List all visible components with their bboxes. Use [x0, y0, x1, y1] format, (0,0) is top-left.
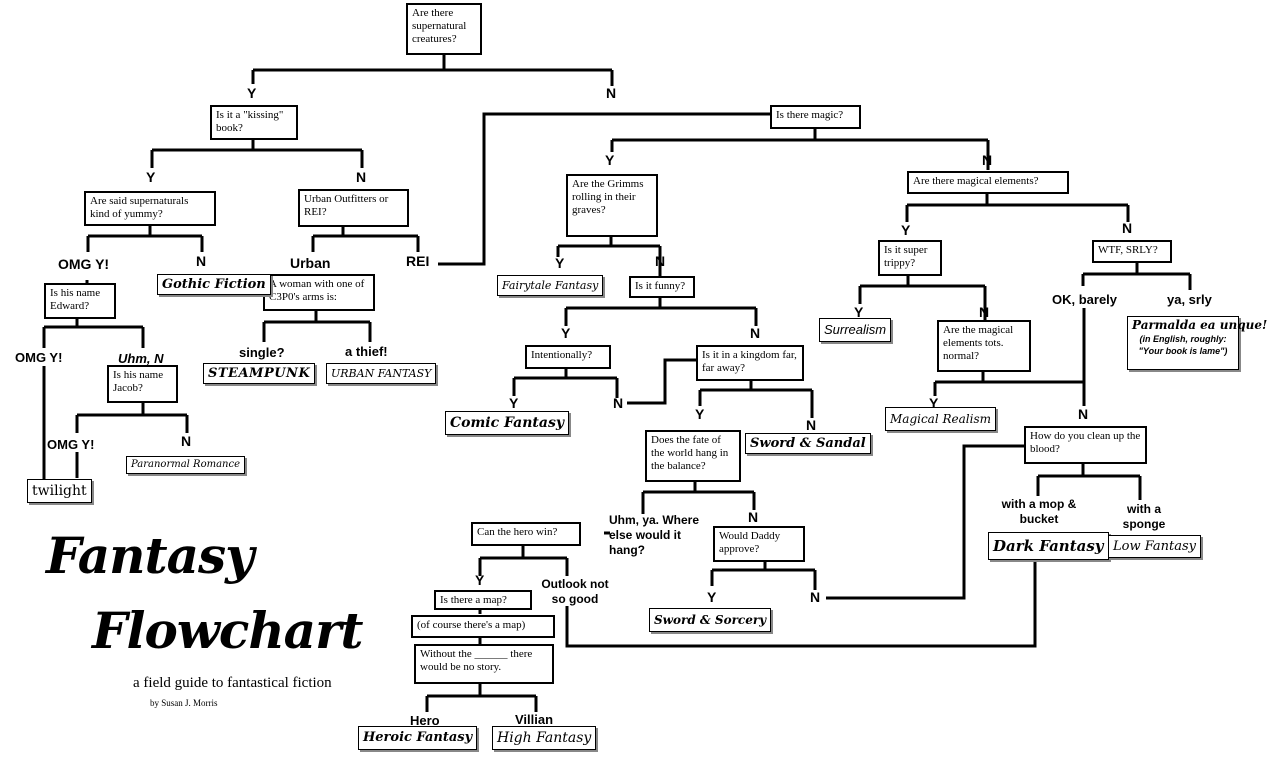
answer-heroic-fantasy: Heroic Fantasy: [358, 726, 478, 750]
label-omg-y: OMG Y!: [47, 437, 95, 452]
answer-urban-fantasy: URBAN FANTASY: [326, 363, 437, 384]
question-edward: Is his name Edward?: [44, 283, 116, 319]
label-uhm-ya: Uhm, ya. Where else would it hang?: [609, 513, 700, 557]
answer-twilight: twilight: [27, 479, 92, 503]
question-yummy: Are said supernaturals kind of yummy?: [84, 191, 216, 226]
label-omg-y: OMG Y!: [58, 256, 110, 272]
label-ya-srly: ya, srly: [1167, 292, 1212, 307]
subtitle: a field guide to fantastical fiction: [133, 675, 332, 691]
label-y: Y: [605, 152, 615, 168]
label-y: Y: [901, 222, 911, 238]
question-c3po: A woman with one of C3P0's arms is:: [263, 274, 375, 311]
question-map: Is there a map?: [434, 590, 532, 610]
question-hero-win: Can the hero win?: [471, 522, 581, 546]
label-n: N: [606, 85, 617, 101]
answer-parmalda: Parmalda ea unque! (in English, roughly:…: [1127, 316, 1268, 370]
answer-paranormal-romance: Paranormal Romance: [126, 456, 245, 474]
label-villian: Villian: [515, 712, 554, 727]
of-course-map: (of course there's a map): [411, 615, 555, 638]
answer-gothic-fiction: Gothic Fiction: [157, 274, 271, 295]
label-n: N: [655, 253, 666, 269]
question-daddy: Would Daddy approve?: [713, 526, 805, 562]
question-tots-normal: Are the magical elements tots. normal?: [937, 320, 1031, 372]
question-grimms: Are the Grimms rolling in their graves?: [566, 174, 658, 237]
question-funny: Is it funny?: [629, 276, 695, 298]
answer-comic-fantasy: Comic Fantasy: [445, 411, 569, 435]
answer-dark-fantasy: Dark Fantasy: [988, 532, 1109, 560]
label-y: Y: [247, 85, 257, 101]
answer-steampunk: STEAMPUNK: [203, 363, 316, 384]
author: by Susan J. Morris: [150, 698, 218, 708]
question-intentionally: Intentionally?: [525, 345, 611, 369]
question-magic: Is there magic?: [770, 105, 861, 129]
label-y: Y: [854, 304, 864, 320]
label-n: N: [181, 433, 192, 449]
label-y: Y: [929, 395, 939, 411]
question-fate: Does the fate of the world hang in the b…: [645, 430, 741, 482]
label-y: Y: [695, 406, 705, 422]
label-hero: Hero: [410, 713, 440, 728]
question-magical-elements: Are there magical elements?: [907, 171, 1069, 194]
label-n: N: [1122, 220, 1133, 236]
label-urban: Urban: [290, 255, 331, 271]
label-y: Y: [707, 589, 717, 605]
question-supernatural: Are there supernatural creatures?: [406, 3, 482, 55]
label-n: N: [356, 169, 367, 185]
label-n: N: [806, 417, 817, 433]
label-n: N: [810, 589, 821, 605]
label-n: N: [196, 253, 207, 269]
label-y: Y: [561, 325, 571, 341]
answer-surrealism: Surrealism: [819, 318, 892, 342]
parmalda-note-line2: "Your book is lame"): [1138, 346, 1228, 356]
label-mop-bucket: with a mop & bucket: [1001, 497, 1077, 526]
label-rei: REI: [406, 253, 430, 269]
parmalda-title: Parmalda ea unque!: [1132, 318, 1268, 332]
answer-sword-sorcery: Sword & Sorcery: [649, 608, 772, 632]
label-y: Y: [555, 255, 565, 271]
question-kingdom: Is it in a kingdom far, far away?: [696, 345, 804, 381]
label-sponge: with a sponge: [1122, 502, 1166, 531]
label-n: N: [748, 509, 759, 525]
answer-fairytale-fantasy: Fairytale Fantasy: [497, 275, 604, 296]
label-thief: a thief!: [345, 344, 388, 359]
label-n: N: [982, 152, 993, 168]
label-n: N: [979, 304, 990, 320]
question-jacob: Is his name Jacob?: [107, 365, 178, 403]
title-fantasy: Fantasy: [46, 526, 254, 585]
label-n: N: [1078, 406, 1089, 422]
question-trippy: Is it super trippy?: [878, 240, 942, 276]
answer-high-fantasy: High Fantasy: [492, 726, 597, 750]
question-wtf-srly: WTF, SRLY?: [1092, 240, 1172, 263]
question-clean-blood: How do you clean up the blood?: [1024, 426, 1147, 464]
answer-sword-sandal: Sword & Sandal: [745, 433, 871, 454]
label-ok-barely: OK, barely: [1052, 292, 1118, 307]
label-outlook: Outlook not so good: [541, 577, 609, 606]
question-urban-or-rei: Urban Outfitters or REI?: [298, 189, 409, 227]
question-without: Without the ______ there would be no sto…: [414, 644, 554, 684]
label-omg-y: OMG Y!: [15, 350, 63, 365]
answer-low-fantasy: Low Fantasy: [1108, 535, 1201, 558]
label-n: N: [750, 325, 761, 341]
label-single: single?: [239, 345, 285, 360]
label-y: Y: [509, 395, 519, 411]
question-kissing-book: Is it a "kissing" book?: [210, 105, 298, 140]
label-y: Y: [146, 169, 156, 185]
label-uhm-n: Uhm, N: [118, 351, 164, 366]
label-y: Y: [475, 572, 485, 588]
title-flowchart: Flowchart: [92, 601, 364, 660]
parmalda-note-line1: (in English, roughly:: [1139, 334, 1227, 344]
label-n: N: [613, 395, 624, 411]
answer-magical-realism: Magical Realism: [885, 407, 996, 431]
